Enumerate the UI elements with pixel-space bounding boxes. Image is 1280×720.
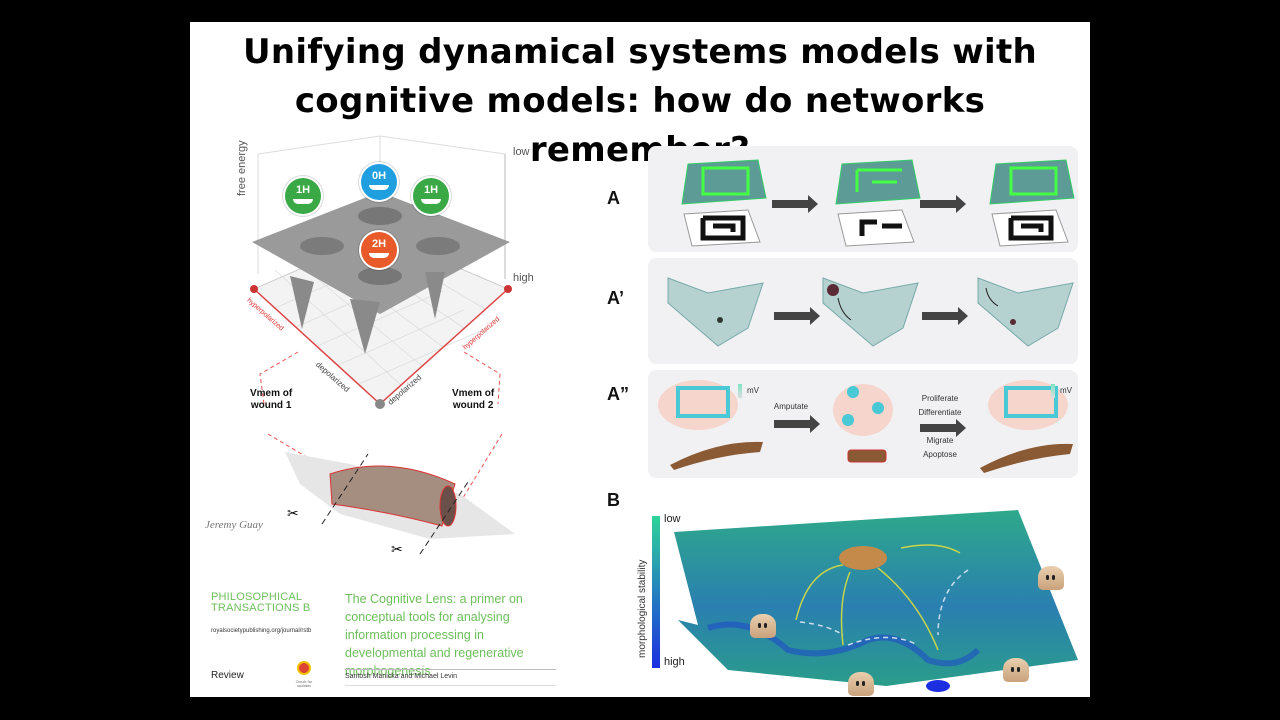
planarian-fragment (847, 449, 887, 463)
scissors-icon: ✂ (287, 506, 299, 522)
basin-2 (822, 277, 919, 347)
mv-label: mV (747, 386, 759, 395)
hopfield-network-drawing (681, 159, 1075, 247)
panel-label-a-prime: A’ (607, 288, 625, 308)
perturbation-trajectories (799, 569, 969, 646)
attractor-basin-drawing (667, 277, 1074, 347)
axis-endpoint (504, 285, 512, 293)
tissue-network-3 (988, 380, 1068, 430)
journal-url[interactable]: royalsocietypublishing.org/journal/rstb (211, 628, 312, 634)
cut-line (419, 478, 471, 555)
article-type: Review (211, 670, 244, 681)
leader-line (457, 433, 503, 507)
landscape-drawing (250, 135, 515, 555)
morphology-outcome-icon (1038, 566, 1064, 590)
crossmark-badge[interactable]: Check for updates (291, 660, 317, 688)
well (358, 207, 402, 225)
morphology-outcome-icon (750, 614, 776, 638)
network-state-3 (989, 159, 1075, 247)
panel-label-a: A (607, 188, 620, 208)
arrow-icon (774, 307, 820, 325)
axis-wound1 (253, 288, 381, 405)
step-amputate-label: Amputate (773, 402, 809, 411)
landscape-surface-drawing (674, 510, 1078, 692)
morphology-outcome-icon (848, 672, 874, 696)
badge-1h-left: 1H (285, 178, 321, 214)
basin-1 (667, 277, 764, 347)
arrow-icon (772, 195, 818, 213)
mv-colorbar (738, 384, 742, 398)
panel-b-morphological-landscape: low high morphological stability (637, 510, 1088, 696)
y-axis-label: free energy (236, 140, 248, 196)
network-state-1 (681, 159, 767, 247)
stability-colorbar (652, 516, 660, 668)
paper-title: The Cognitive Lens: a primer on conceptu… (345, 592, 524, 678)
leader-line (259, 351, 299, 405)
scissors-icon: ✂ (391, 542, 403, 558)
y-top-label: low (513, 146, 530, 158)
deepest-basin (926, 680, 950, 692)
mv-colorbar (1051, 384, 1055, 398)
axis-origin (375, 399, 385, 409)
arrow-icon (774, 415, 820, 433)
journal-name: PHILOSOPHICAL TRANSACTIONS B (211, 591, 311, 614)
divider (345, 685, 556, 686)
well-spikes (290, 272, 445, 354)
step-label: Apoptose (923, 450, 957, 459)
axis-endpoint (250, 285, 258, 293)
developmental-trajectories (795, 544, 961, 651)
panel-label-a-double-prime: A” (607, 384, 629, 404)
illustration-credit: Jeremy Guay (205, 519, 263, 531)
step-label: Proliferate (921, 394, 959, 403)
regeneration-drawing (658, 380, 1073, 473)
step-label: Migrate (926, 436, 954, 445)
network-state-2 (835, 159, 921, 247)
well (358, 267, 402, 285)
panel-a-hopfield (648, 146, 1078, 252)
mv-label: mV (1060, 386, 1072, 395)
well (416, 237, 460, 255)
arrow-icon (922, 307, 968, 325)
panel-a-prime-basin (648, 258, 1078, 364)
axis-wound2 (379, 288, 509, 405)
colorbar-bottom-label: high (664, 656, 685, 668)
leader-line (463, 351, 501, 405)
slide-title: Unifying dynamical systems models with c… (190, 28, 1090, 175)
basin-3 (977, 277, 1074, 347)
tissue-network-1 (658, 380, 738, 430)
badge-1h-right: 1H (413, 178, 449, 214)
tissue-network-2 (833, 384, 893, 436)
colorbar-top-label: low (664, 513, 681, 525)
planarian-whole (670, 441, 763, 470)
morphology-outcome-icon (1003, 658, 1029, 682)
panel-a-double-prime-regeneration: mV mV Amputate Proliferate Differentiate… (648, 370, 1078, 478)
slide: Unifying dynamical systems models with c… (190, 22, 1090, 697)
cut-line (321, 453, 369, 525)
step-label: Differentiate (918, 408, 962, 417)
y-bottom-label: high (513, 272, 534, 284)
free-energy-landscape-figure: free energy low high 1H 0H 1H 2H hyperpo… (205, 134, 560, 564)
planarian-embryo (839, 546, 887, 570)
planarian-regenerated (980, 443, 1073, 473)
badge-2h: 2H (361, 232, 397, 268)
box-edge (257, 135, 506, 155)
arrow-icon (920, 195, 966, 213)
paper-authors: Santosh Manicka and Michael Levin (345, 673, 458, 680)
panel-label-b: B (607, 490, 620, 510)
arrow-icon (920, 419, 966, 437)
title-line-1: Unifying dynamical systems models with (242, 32, 1038, 72)
well (300, 237, 344, 255)
badge-0h: 0H (361, 164, 397, 200)
divider (345, 669, 556, 670)
crossmark-icon (297, 661, 311, 675)
cut-surface (439, 485, 457, 527)
